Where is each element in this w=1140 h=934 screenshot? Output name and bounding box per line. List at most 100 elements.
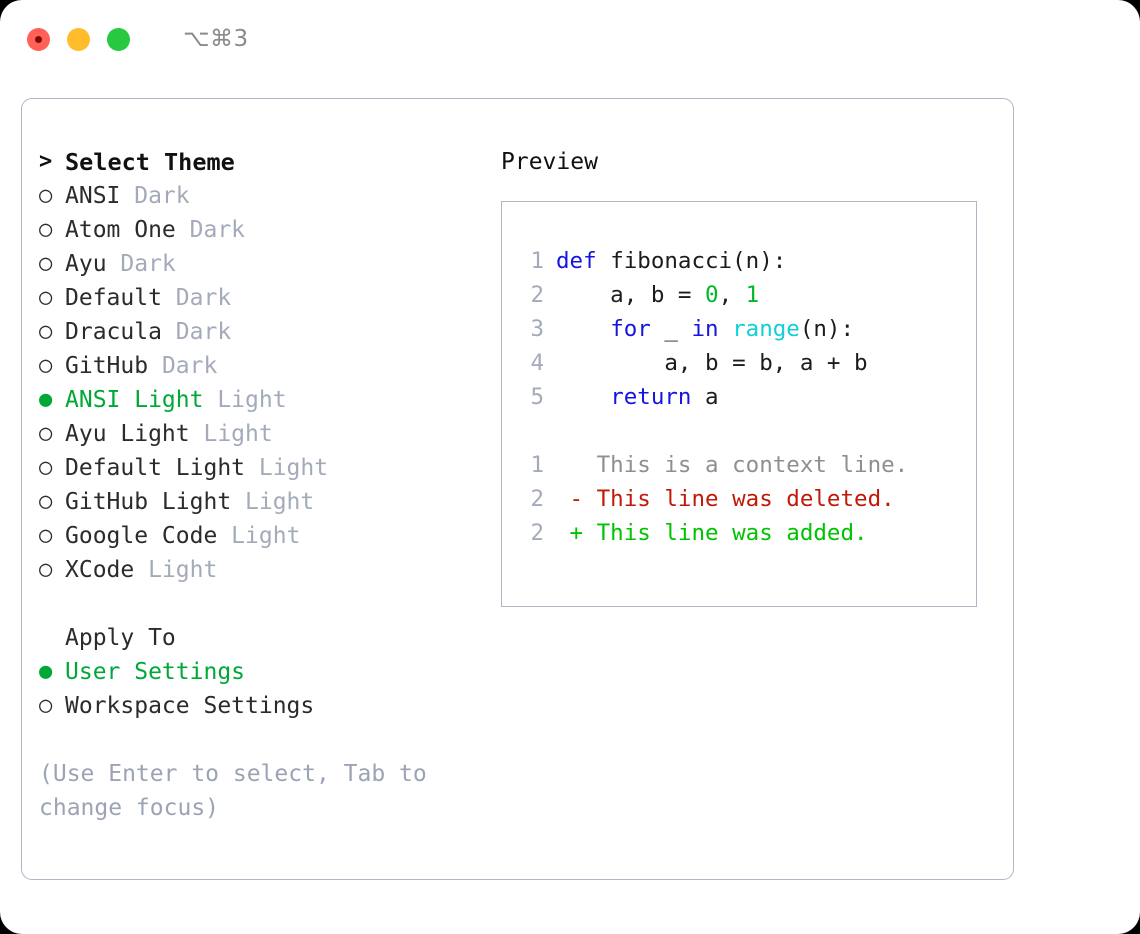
code-token: range <box>732 316 800 342</box>
code-token: a, b = <box>556 282 706 308</box>
theme-list-item[interactable]: ○GitHub Dark <box>39 349 494 383</box>
diff-sign: - <box>556 486 584 512</box>
theme-list-item[interactable]: ○ANSI Dark <box>39 179 494 213</box>
code-line-number: 3 <box>530 316 544 342</box>
radio-unselected-icon[interactable]: ○ <box>39 183 53 208</box>
keyboard-hint-text: (Use Enter to select, Tab to change focu… <box>39 761 441 821</box>
diff-line: 2 + This line was added. <box>514 516 976 550</box>
theme-name-label: Ayu <box>65 251 107 277</box>
diff-line-number: 2 <box>530 486 544 512</box>
select-theme-header: > Select Theme <box>39 145 494 179</box>
apply-to-item[interactable]: ○ Workspace Settings <box>39 689 494 723</box>
code-token: a <box>691 384 719 410</box>
keyboard-shortcut-label: ⌥⌘3 <box>183 26 249 52</box>
theme-list-item[interactable]: ○ XCode Light <box>39 553 494 587</box>
code-token: fibonacci(n): <box>610 248 787 274</box>
code-line-number: 5 <box>530 384 544 410</box>
preview-panel: 1 def fibonacci(n): 2 a, b = 0, 1 3 for _ i… <box>501 201 977 607</box>
radio-unselected-icon[interactable]: ○ <box>39 217 53 242</box>
prompt-caret-icon: > <box>39 149 53 174</box>
radio-unselected-icon[interactable]: ○ <box>39 421 53 446</box>
theme-variant-badge: Dark <box>161 285 232 311</box>
apply-to-label: Workspace Settings <box>65 693 315 719</box>
theme-variant-badge: Dark <box>161 319 232 345</box>
radio-selected-icon[interactable]: ● <box>39 659 53 684</box>
theme-list-item[interactable]: ○Default Dark <box>39 281 494 315</box>
diff-line: 1 This is a context line. <box>514 448 976 482</box>
theme-name-label: ANSI <box>65 183 121 209</box>
code-line: 4 a, b = b, a + b <box>514 346 976 380</box>
theme-list-item[interactable]: ○Dracula Dark <box>39 315 494 349</box>
radio-unselected-icon[interactable]: ○ <box>39 353 53 378</box>
apply-to-section: ○ Apply To ● User Settings ○ Workspace Sett… <box>39 621 494 723</box>
diff-line-number: 1 <box>530 452 544 478</box>
title-bar: ⌥⌘3 <box>0 0 1140 78</box>
code-line: 1 def fibonacci(n): <box>514 244 976 278</box>
code-token: in <box>691 316 719 342</box>
apply-to-label: User Settings <box>65 659 246 685</box>
theme-list-item[interactable]: ○ Atom One Dark <box>39 213 494 247</box>
preview-title: Preview <box>501 149 598 175</box>
code-token: (n): <box>799 316 855 342</box>
diff-line-number: 2 <box>530 520 544 546</box>
theme-variant-badge: Light <box>245 455 329 481</box>
theme-variant-badge: Light <box>231 489 315 515</box>
theme-list[interactable]: ○ANSI Dark○Atom One Dark○Ayu Dark○Defaul… <box>39 179 494 587</box>
theme-picker-card: > Select Theme ○ANSI Dark○Atom One Dark○… <box>21 98 1014 880</box>
code-line-number: 4 <box>530 350 544 376</box>
code-token: 0 <box>705 282 719 308</box>
diff-line: 2 - This line was deleted. <box>514 482 976 516</box>
radio-unselected-icon[interactable]: ○ <box>39 557 53 582</box>
close-window-button[interactable] <box>27 27 50 51</box>
maximize-window-button[interactable] <box>107 27 130 51</box>
code-line-number: 1 <box>530 248 544 274</box>
theme-list-item[interactable]: ● ANSI Light Light <box>39 383 494 417</box>
apply-to-title: Apply To <box>65 625 176 651</box>
radio-unselected-icon[interactable]: ○ <box>39 455 53 480</box>
theme-variant-badge: Light <box>203 387 287 413</box>
code-token: return <box>610 384 692 410</box>
theme-variant-badge: Dark <box>175 217 246 243</box>
theme-list-item[interactable]: ○ Ayu Dark <box>39 247 494 281</box>
preview-pane: Preview 1 def fibonacci(n): 2 a, b = 0, 1 3… <box>501 145 1001 607</box>
apply-to-list[interactable]: ● User Settings ○ Workspace Settings <box>39 655 494 723</box>
code-token: , <box>718 282 746 308</box>
theme-list-item[interactable]: ○Default Light Light <box>39 451 494 485</box>
code-line: 3 for _ in range(n): <box>514 312 976 346</box>
theme-name-label: ANSI Light <box>65 387 204 413</box>
code-line-number: 2 <box>530 282 544 308</box>
diff-text: This is a context line. <box>583 452 909 478</box>
minimize-window-button[interactable] <box>67 27 90 51</box>
code-token: _ <box>650 316 692 342</box>
theme-name-label: Ayu Light <box>65 421 190 447</box>
diff-sign <box>556 452 583 478</box>
theme-name-label: Atom One <box>65 217 176 243</box>
theme-selector-pane: > Select Theme ○ANSI Dark○Atom One Dark○… <box>39 145 494 825</box>
radio-unselected-icon[interactable]: ○ <box>39 693 53 718</box>
code-token: for <box>610 316 651 342</box>
theme-variant-badge: Light <box>217 523 301 549</box>
radio-unselected-icon[interactable]: ○ <box>39 285 53 310</box>
apply-to-item[interactable]: ● User Settings <box>39 655 494 689</box>
code-token: def <box>556 248 611 274</box>
theme-list-item[interactable]: ○ Google Code Light <box>39 519 494 553</box>
code-token <box>719 316 733 342</box>
diff-text: This line was deleted. <box>583 486 895 512</box>
radio-unselected-icon[interactable]: ○ <box>39 523 53 548</box>
theme-list-item[interactable]: ○ Ayu Light Light <box>39 417 494 451</box>
radio-unselected-icon[interactable]: ○ <box>39 319 53 344</box>
code-token: 1 <box>745 282 760 308</box>
theme-name-label: Google Code <box>65 523 218 549</box>
theme-variant-badge: Dark <box>106 251 176 277</box>
theme-variant-badge: Dark <box>148 353 218 379</box>
radio-unselected-icon[interactable]: ○ <box>39 489 53 514</box>
theme-list-item[interactable]: ○GitHub Light Light <box>39 485 494 519</box>
select-theme-title: Select Theme <box>65 148 235 176</box>
theme-variant-badge: Light <box>189 421 273 447</box>
theme-name-label: XCode <box>65 557 135 583</box>
radio-unselected-icon[interactable]: ○ <box>39 251 53 276</box>
radio-selected-icon[interactable]: ● <box>39 387 53 412</box>
code-diff-spacer <box>514 414 976 448</box>
theme-variant-badge: Light <box>134 557 218 583</box>
